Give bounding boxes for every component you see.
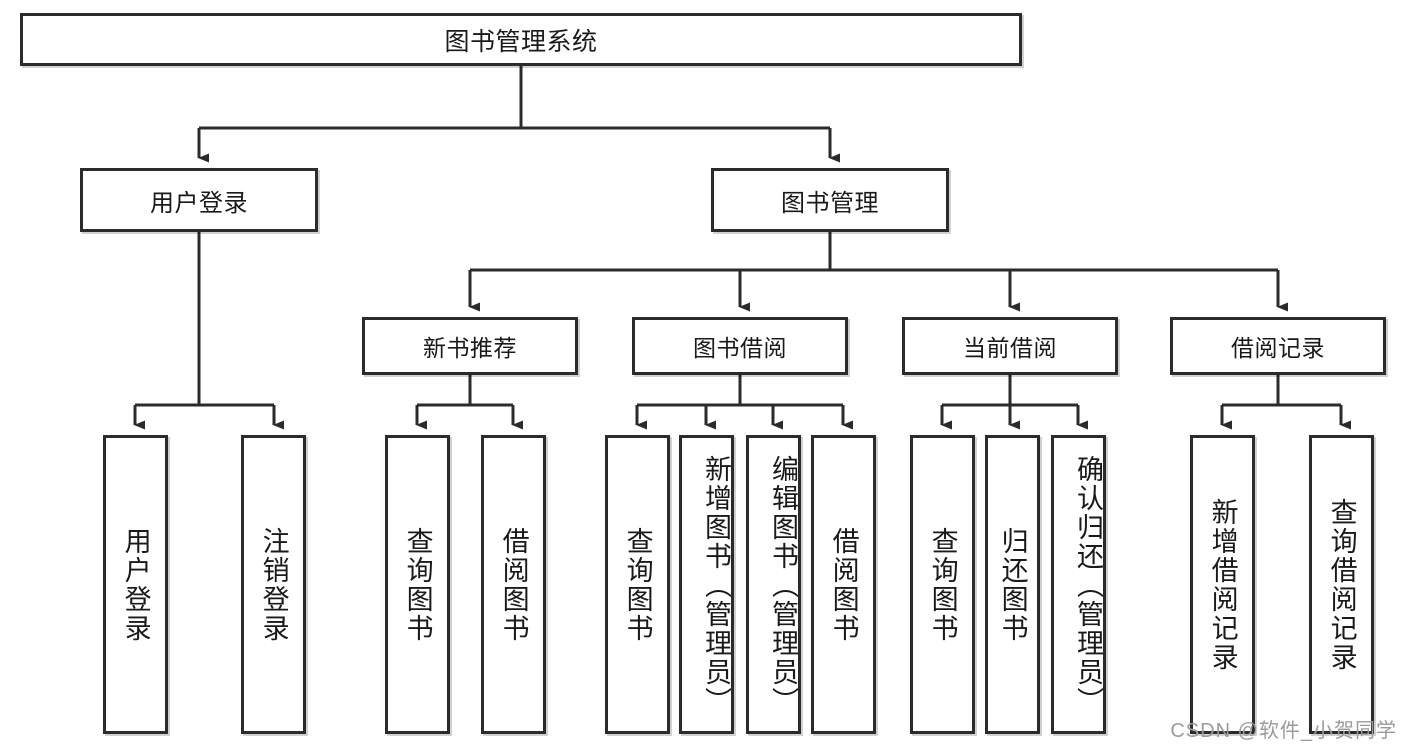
node-borrow-record[interactable]: 借阅记录 bbox=[1170, 317, 1386, 375]
leaf-book-borrow-add-label: 新增图书（管理员） bbox=[701, 455, 731, 716]
leaf-book-borrow-query-label: 查询图书 bbox=[622, 526, 653, 643]
node-current-borrow[interactable]: 当前借阅 bbox=[902, 317, 1118, 375]
node-book-management[interactable]: 图书管理 bbox=[711, 168, 949, 232]
leaf-user-login-login-label: 用户登录 bbox=[120, 526, 151, 643]
leaf-book-borrow-edit[interactable]: 编辑图书（管理员） bbox=[746, 435, 801, 734]
leaf-user-login-logout-label: 注销登录 bbox=[258, 526, 289, 643]
node-user-login-label: 用户登录 bbox=[150, 189, 248, 217]
leaf-user-login-logout[interactable]: 注销登录 bbox=[241, 435, 306, 734]
leaf-borrow-record-add[interactable]: 新增借阅记录 bbox=[1190, 435, 1255, 734]
leaf-borrow-record-query[interactable]: 查询借阅记录 bbox=[1309, 435, 1374, 734]
node-borrow-record-label: 借阅记录 bbox=[1231, 335, 1325, 361]
node-root[interactable]: 图书管理系统 bbox=[20, 13, 1022, 66]
leaf-user-login-login[interactable]: 用户登录 bbox=[103, 435, 168, 734]
leaf-current-borrow-confirm-label: 确认归还（管理员） bbox=[1073, 455, 1103, 716]
leaf-current-borrow-return-label: 归还图书 bbox=[997, 526, 1028, 643]
node-book-borrow-label: 图书借阅 bbox=[693, 335, 787, 361]
leaf-new-book-query-label: 查询图书 bbox=[402, 526, 433, 643]
node-user-login[interactable]: 用户登录 bbox=[80, 168, 318, 232]
node-new-book-recommend-label: 新书推荐 bbox=[423, 335, 517, 361]
leaf-book-borrow-borrow[interactable]: 借阅图书 bbox=[811, 435, 876, 734]
leaf-current-borrow-query[interactable]: 查询图书 bbox=[910, 435, 975, 734]
leaf-borrow-record-query-label: 查询借阅记录 bbox=[1326, 497, 1357, 672]
leaf-new-book-query[interactable]: 查询图书 bbox=[385, 435, 450, 734]
leaf-book-borrow-borrow-label: 借阅图书 bbox=[828, 526, 859, 643]
node-current-borrow-label: 当前借阅 bbox=[963, 335, 1057, 361]
leaf-new-book-borrow-label: 借阅图书 bbox=[498, 526, 529, 643]
leaf-current-borrow-query-label: 查询图书 bbox=[927, 526, 958, 643]
leaf-book-borrow-query[interactable]: 查询图书 bbox=[605, 435, 670, 734]
leaf-current-borrow-return[interactable]: 归还图书 bbox=[985, 435, 1040, 734]
watermark: CSDN @软件_小贺同学 bbox=[1170, 720, 1397, 742]
leaf-borrow-record-add-label: 新增借阅记录 bbox=[1207, 497, 1238, 672]
leaf-current-borrow-confirm[interactable]: 确认归还（管理员） bbox=[1051, 435, 1106, 734]
leaf-new-book-borrow[interactable]: 借阅图书 bbox=[481, 435, 546, 734]
node-book-management-label: 图书管理 bbox=[781, 189, 879, 217]
node-root-label: 图书管理系统 bbox=[444, 27, 598, 56]
leaf-book-borrow-add[interactable]: 新增图书（管理员） bbox=[679, 435, 734, 734]
leaf-book-borrow-edit-label: 编辑图书（管理员） bbox=[768, 455, 798, 716]
node-book-borrow[interactable]: 图书借阅 bbox=[632, 317, 848, 375]
node-new-book-recommend[interactable]: 新书推荐 bbox=[362, 317, 578, 375]
